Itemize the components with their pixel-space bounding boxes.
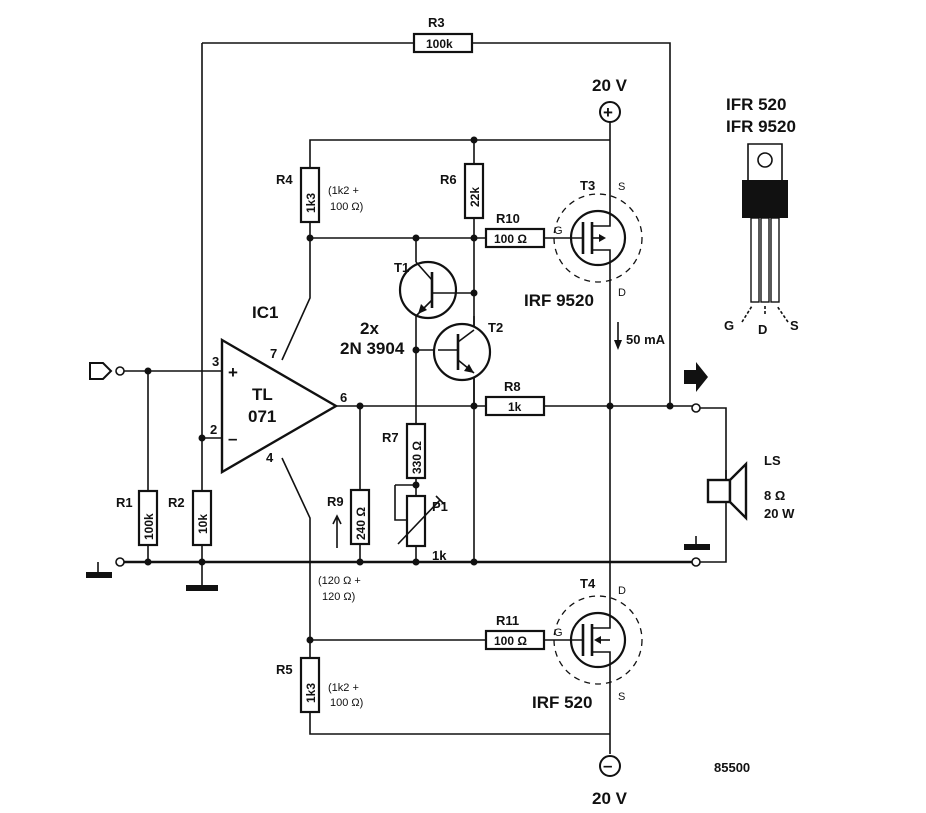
resistor-r5: 1k3 R5 (1k2 + 100 Ω): [276, 656, 363, 714]
current-indicator: 50 mA: [614, 322, 666, 350]
svg-text:IFR 520: IFR 520: [726, 95, 786, 114]
mosfet-t4: T4 D S G IRF 520: [532, 576, 643, 712]
supply-negative: – 20 V: [592, 755, 628, 808]
svg-text:R4: R4: [276, 172, 293, 187]
svg-text:(1k2 +: (1k2 +: [328, 682, 359, 694]
resistor-r2: 10k R2: [168, 489, 213, 547]
svg-text:S: S: [618, 691, 625, 703]
svg-text:2: 2: [210, 422, 217, 437]
svg-text:8 Ω: 8 Ω: [764, 488, 785, 503]
svg-text:+: +: [603, 103, 613, 122]
junction-dots: [144, 136, 674, 644]
svg-text:240 Ω: 240 Ω: [354, 507, 368, 540]
svg-text:10k: 10k: [196, 514, 210, 534]
svg-text:–: –: [228, 429, 237, 448]
wiring: [124, 42, 727, 754]
svg-text:IFR 9520: IFR 9520: [726, 117, 796, 136]
svg-text:1k3: 1k3: [304, 193, 318, 213]
svg-text:1k: 1k: [508, 400, 522, 414]
svg-text:4: 4: [266, 450, 274, 465]
svg-text:(1k2 +: (1k2 +: [328, 185, 359, 197]
svg-text:R8: R8: [504, 379, 521, 394]
svg-text:3: 3: [212, 354, 219, 369]
svg-text:6: 6: [340, 390, 347, 405]
resistor-r9: 240 Ω R9 (120 Ω + 120 Ω): [318, 488, 371, 603]
svg-text:071: 071: [248, 407, 276, 426]
svg-text:20 V: 20 V: [592, 789, 628, 808]
svg-text:7: 7: [270, 346, 277, 361]
potentiometer-p1: P1 1k: [397, 494, 448, 563]
svg-text:T4: T4: [580, 576, 596, 591]
svg-text:P1: P1: [432, 499, 448, 514]
svg-text:100k: 100k: [142, 513, 156, 540]
svg-text:D: D: [618, 585, 626, 597]
svg-text:22k: 22k: [468, 187, 482, 207]
supply-positive: + 20 V: [592, 76, 628, 123]
svg-text:R5: R5: [276, 662, 293, 677]
svg-text:–: –: [603, 756, 612, 775]
svg-text:IRF 520: IRF 520: [532, 693, 592, 712]
input-terminal: [89, 362, 125, 567]
svg-text:IRF 9520: IRF 9520: [524, 291, 594, 310]
svg-text:R2: R2: [168, 495, 185, 510]
svg-text:+: +: [228, 363, 238, 382]
resistor-r3: 100k R3: [412, 15, 474, 54]
svg-text:R11: R11: [496, 613, 519, 628]
svg-text:100 Ω: 100 Ω: [494, 634, 527, 648]
svg-text:D: D: [758, 322, 767, 337]
output-terminal: [684, 362, 708, 567]
resistor-r11: 100 Ω R11: [484, 613, 546, 651]
resistor-r1: 100k R1: [116, 489, 159, 547]
svg-text:R10: R10: [496, 211, 520, 226]
svg-text:R7: R7: [382, 430, 399, 445]
svg-text:G: G: [724, 318, 734, 333]
svg-text:R1: R1: [116, 495, 133, 510]
svg-text:100 Ω: 100 Ω: [494, 232, 527, 246]
svg-text:1k3: 1k3: [304, 683, 318, 703]
svg-text:IC1: IC1: [252, 303, 278, 322]
resistor-r7: 330 Ω R7: [382, 422, 427, 480]
svg-text:R6: R6: [440, 172, 457, 187]
transistor-t2: T2: [432, 320, 503, 382]
loudspeaker-ls: LS 8 Ω 20 W: [706, 453, 795, 521]
svg-text:G: G: [554, 225, 563, 237]
transistor-type: 2N 3904: [340, 339, 405, 358]
svg-text:LS: LS: [764, 453, 781, 468]
svg-text:R9: R9: [327, 494, 344, 509]
svg-text:T1: T1: [394, 260, 409, 275]
to220-package: IFR 520 IFR 9520 G D S: [724, 95, 799, 337]
mosfet-t3: T3 S D G IRF 9520: [524, 178, 643, 310]
resistor-r6: 22k R6: [440, 162, 485, 220]
svg-text:330 Ω: 330 Ω: [410, 441, 424, 474]
svg-text:TL: TL: [252, 385, 273, 404]
svg-text:100 Ω): 100 Ω): [330, 201, 363, 213]
resistor-r10: 100 Ω R10: [484, 211, 546, 249]
svg-text:R3: R3: [428, 15, 445, 30]
resistor-r4: 1k3 R4 (1k2 + 100 Ω): [276, 166, 363, 224]
transistor-count: 2x: [360, 319, 379, 338]
transistor-t1: T1: [394, 260, 458, 320]
svg-text:20 W: 20 W: [764, 506, 795, 521]
opamp-ic1: + – TL 071 3 2 7 6 4 IC1: [210, 303, 347, 475]
svg-text:T3: T3: [580, 178, 595, 193]
svg-text:D: D: [618, 287, 626, 299]
svg-text:20 V: 20 V: [592, 76, 628, 95]
resistor-r8: 1k R8: [484, 379, 546, 417]
svg-text:S: S: [618, 181, 625, 193]
svg-text:S: S: [790, 318, 799, 333]
svg-text:50 mA: 50 mA: [626, 332, 666, 347]
ground-symbols: [86, 536, 710, 591]
svg-text:120 Ω): 120 Ω): [322, 591, 355, 603]
svg-text:(120 Ω +: (120 Ω +: [318, 575, 361, 587]
svg-text:1k: 1k: [432, 548, 447, 563]
svg-text:T2: T2: [488, 320, 503, 335]
svg-text:100 Ω): 100 Ω): [330, 697, 363, 709]
figure-number: 85500: [714, 760, 750, 775]
svg-text:100k: 100k: [426, 37, 453, 51]
svg-text:G: G: [554, 627, 563, 639]
